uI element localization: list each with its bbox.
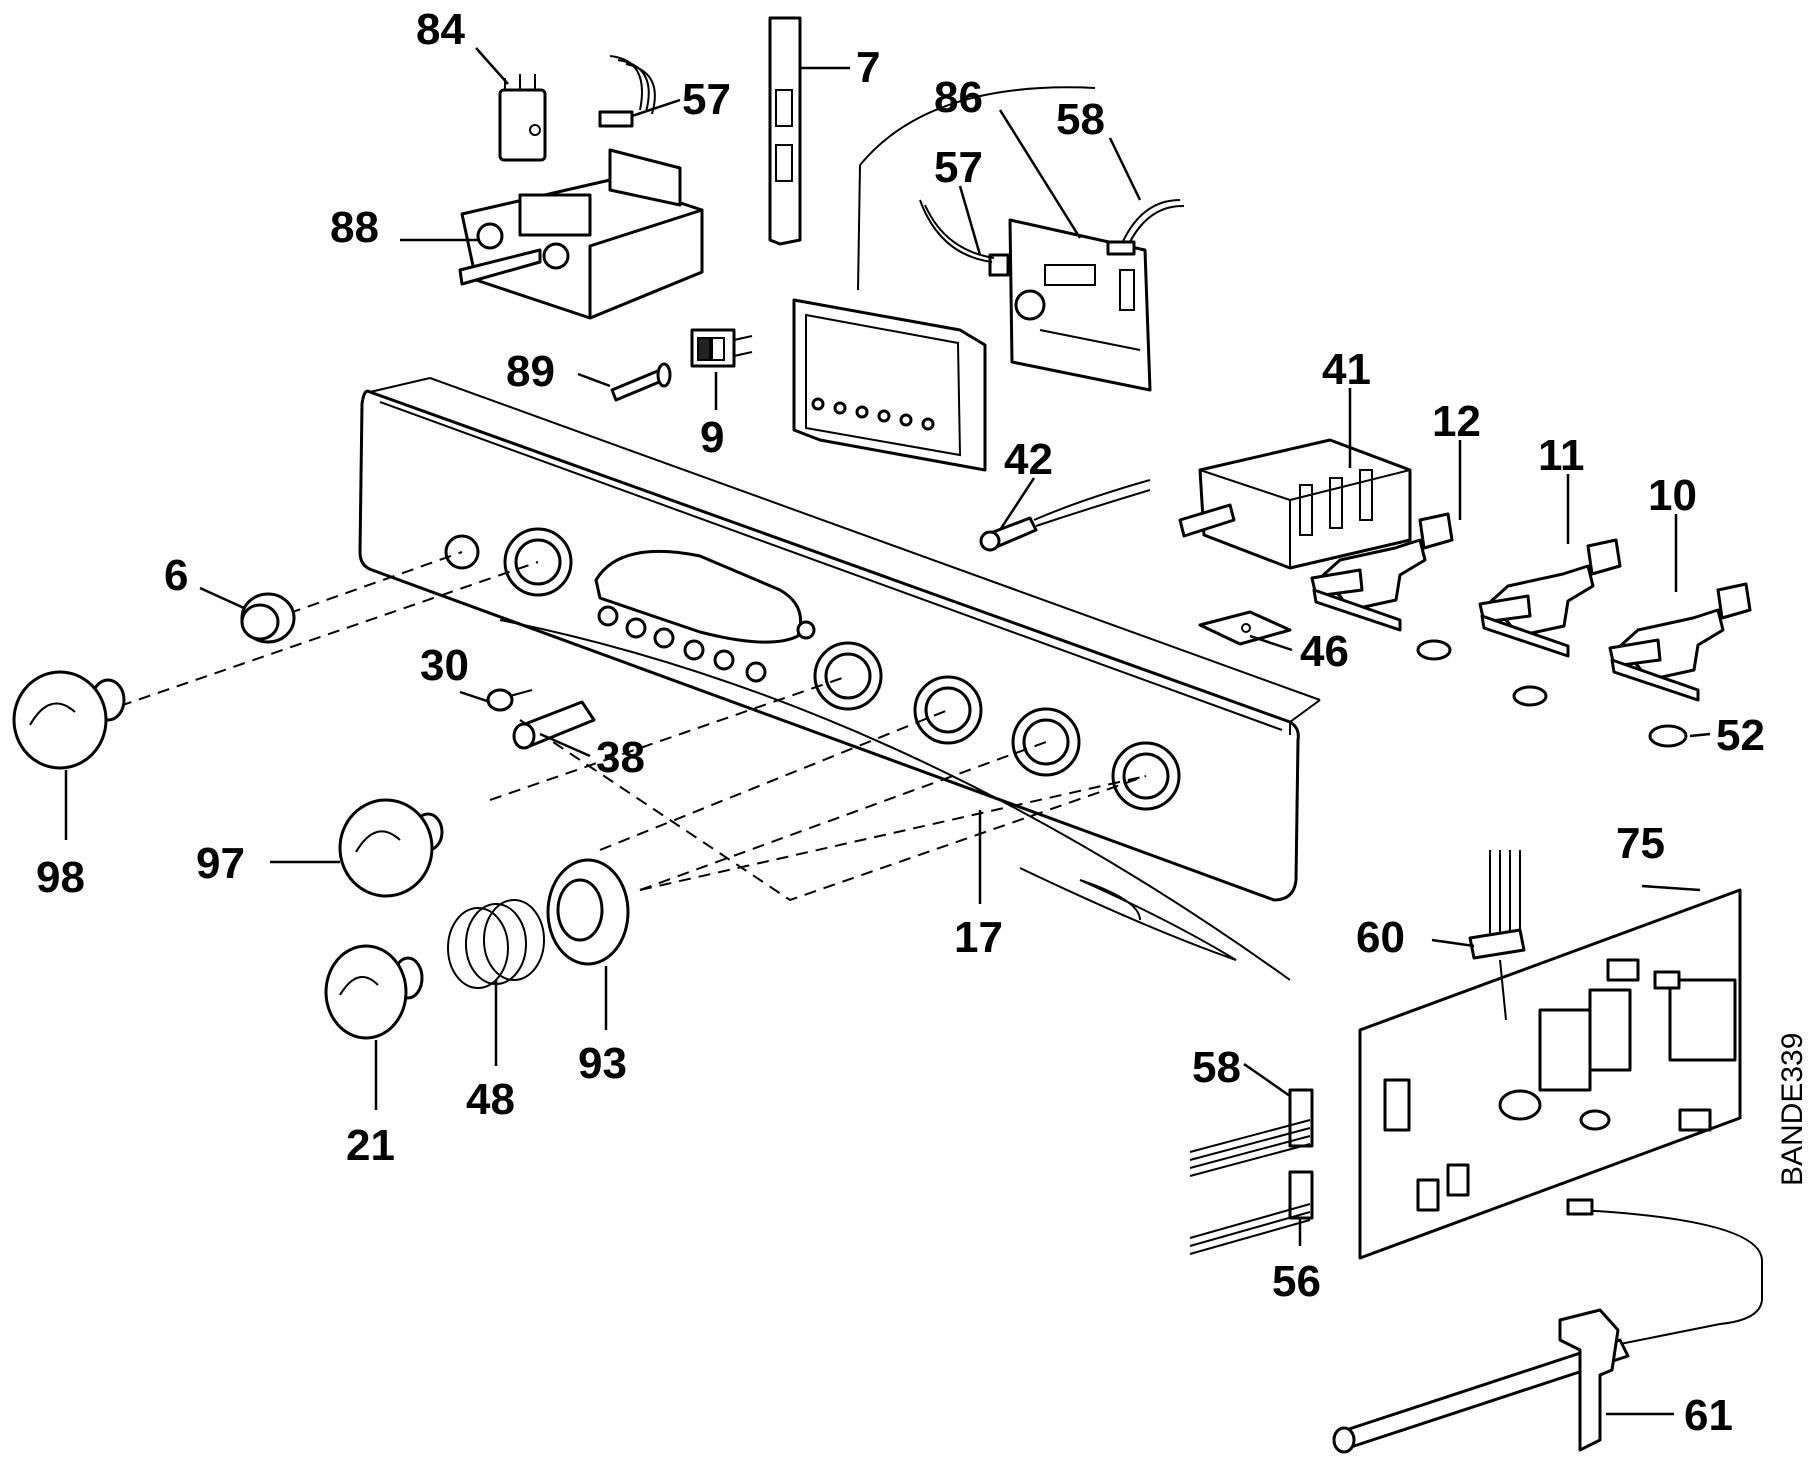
pin-part [610, 362, 672, 402]
gas-tap-11-part [1478, 538, 1622, 658]
electronic-board-part [919, 199, 1185, 392]
wiring-harness-58-part [1189, 1088, 1314, 1177]
callout-98: 98 [36, 853, 85, 902]
callout-86: 86 [934, 73, 983, 122]
callout-46: 46 [1300, 627, 1349, 676]
programmer-module-part [792, 86, 1096, 472]
micro-switch-part [498, 74, 547, 162]
callout-93: 93 [578, 1039, 627, 1088]
rocker-switch-part [690, 328, 753, 368]
callout-61: 61 [1684, 1391, 1733, 1440]
wiring-harness-56-part [1189, 1170, 1314, 1255]
gas-tap-10-part [1608, 582, 1752, 702]
callout-57-top: 57 [682, 75, 731, 124]
ribbon-connector-part [1468, 850, 1526, 1021]
callout-52: 52 [1716, 711, 1765, 760]
callout-12: 12 [1432, 397, 1481, 446]
callout-56: 56 [1272, 1257, 1321, 1306]
callout-89: 89 [506, 347, 555, 396]
spring-part [447, 899, 545, 989]
clip-part [1198, 610, 1292, 646]
gas-tap-12-part [1310, 512, 1454, 632]
callout-97: 97 [196, 839, 245, 888]
decorative-swirl [499, 619, 1291, 981]
bulb-part [486, 688, 533, 712]
callout-41: 41 [1322, 345, 1371, 394]
knob-98-part [12, 670, 126, 770]
diagram-code: BANDE339 [1776, 1033, 1809, 1186]
callout-48: 48 [466, 1075, 515, 1124]
callout-84: 84 [416, 5, 465, 54]
leader-lines [64, 47, 1711, 1416]
knob-21-part [324, 944, 424, 1040]
wire-connector-part [598, 55, 656, 128]
seal-ring-part [1416, 639, 1688, 748]
assembly-guide-lines [119, 551, 1147, 902]
callout-9: 9 [700, 413, 724, 462]
callout-labels: 84 57 7 86 58 57 88 89 9 41 12 11 10 42 … [36, 5, 1809, 1440]
thermostat-probe-part [979, 479, 1151, 552]
callout-57-board: 57 [934, 143, 983, 192]
callout-60: 60 [1356, 913, 1405, 962]
callout-75: 75 [1616, 819, 1665, 868]
callout-30: 30 [420, 641, 469, 690]
bezel-ring-part [546, 858, 630, 966]
lamp-lens-part [240, 592, 296, 644]
callout-58-bottom: 58 [1192, 1043, 1241, 1092]
callout-6: 6 [164, 551, 188, 600]
callout-42: 42 [1004, 435, 1053, 484]
knob-97-part [338, 798, 444, 898]
callout-11: 11 [1538, 431, 1585, 480]
sleeve-part [512, 700, 596, 750]
callout-58-top: 58 [1056, 95, 1105, 144]
probe-bracket-part [1332, 1198, 1763, 1454]
power-board-part [1358, 888, 1742, 1260]
switch-block-part [458, 148, 704, 320]
selector-switch-part [1178, 438, 1412, 570]
callout-88: 88 [330, 203, 379, 252]
callout-7: 7 [856, 43, 880, 92]
callout-17: 17 [954, 913, 1003, 962]
callout-10: 10 [1648, 471, 1697, 520]
control-panel-part [358, 377, 1321, 902]
frame-strip-part [768, 16, 802, 246]
callout-21: 21 [346, 1121, 395, 1170]
callout-38: 38 [596, 733, 645, 782]
